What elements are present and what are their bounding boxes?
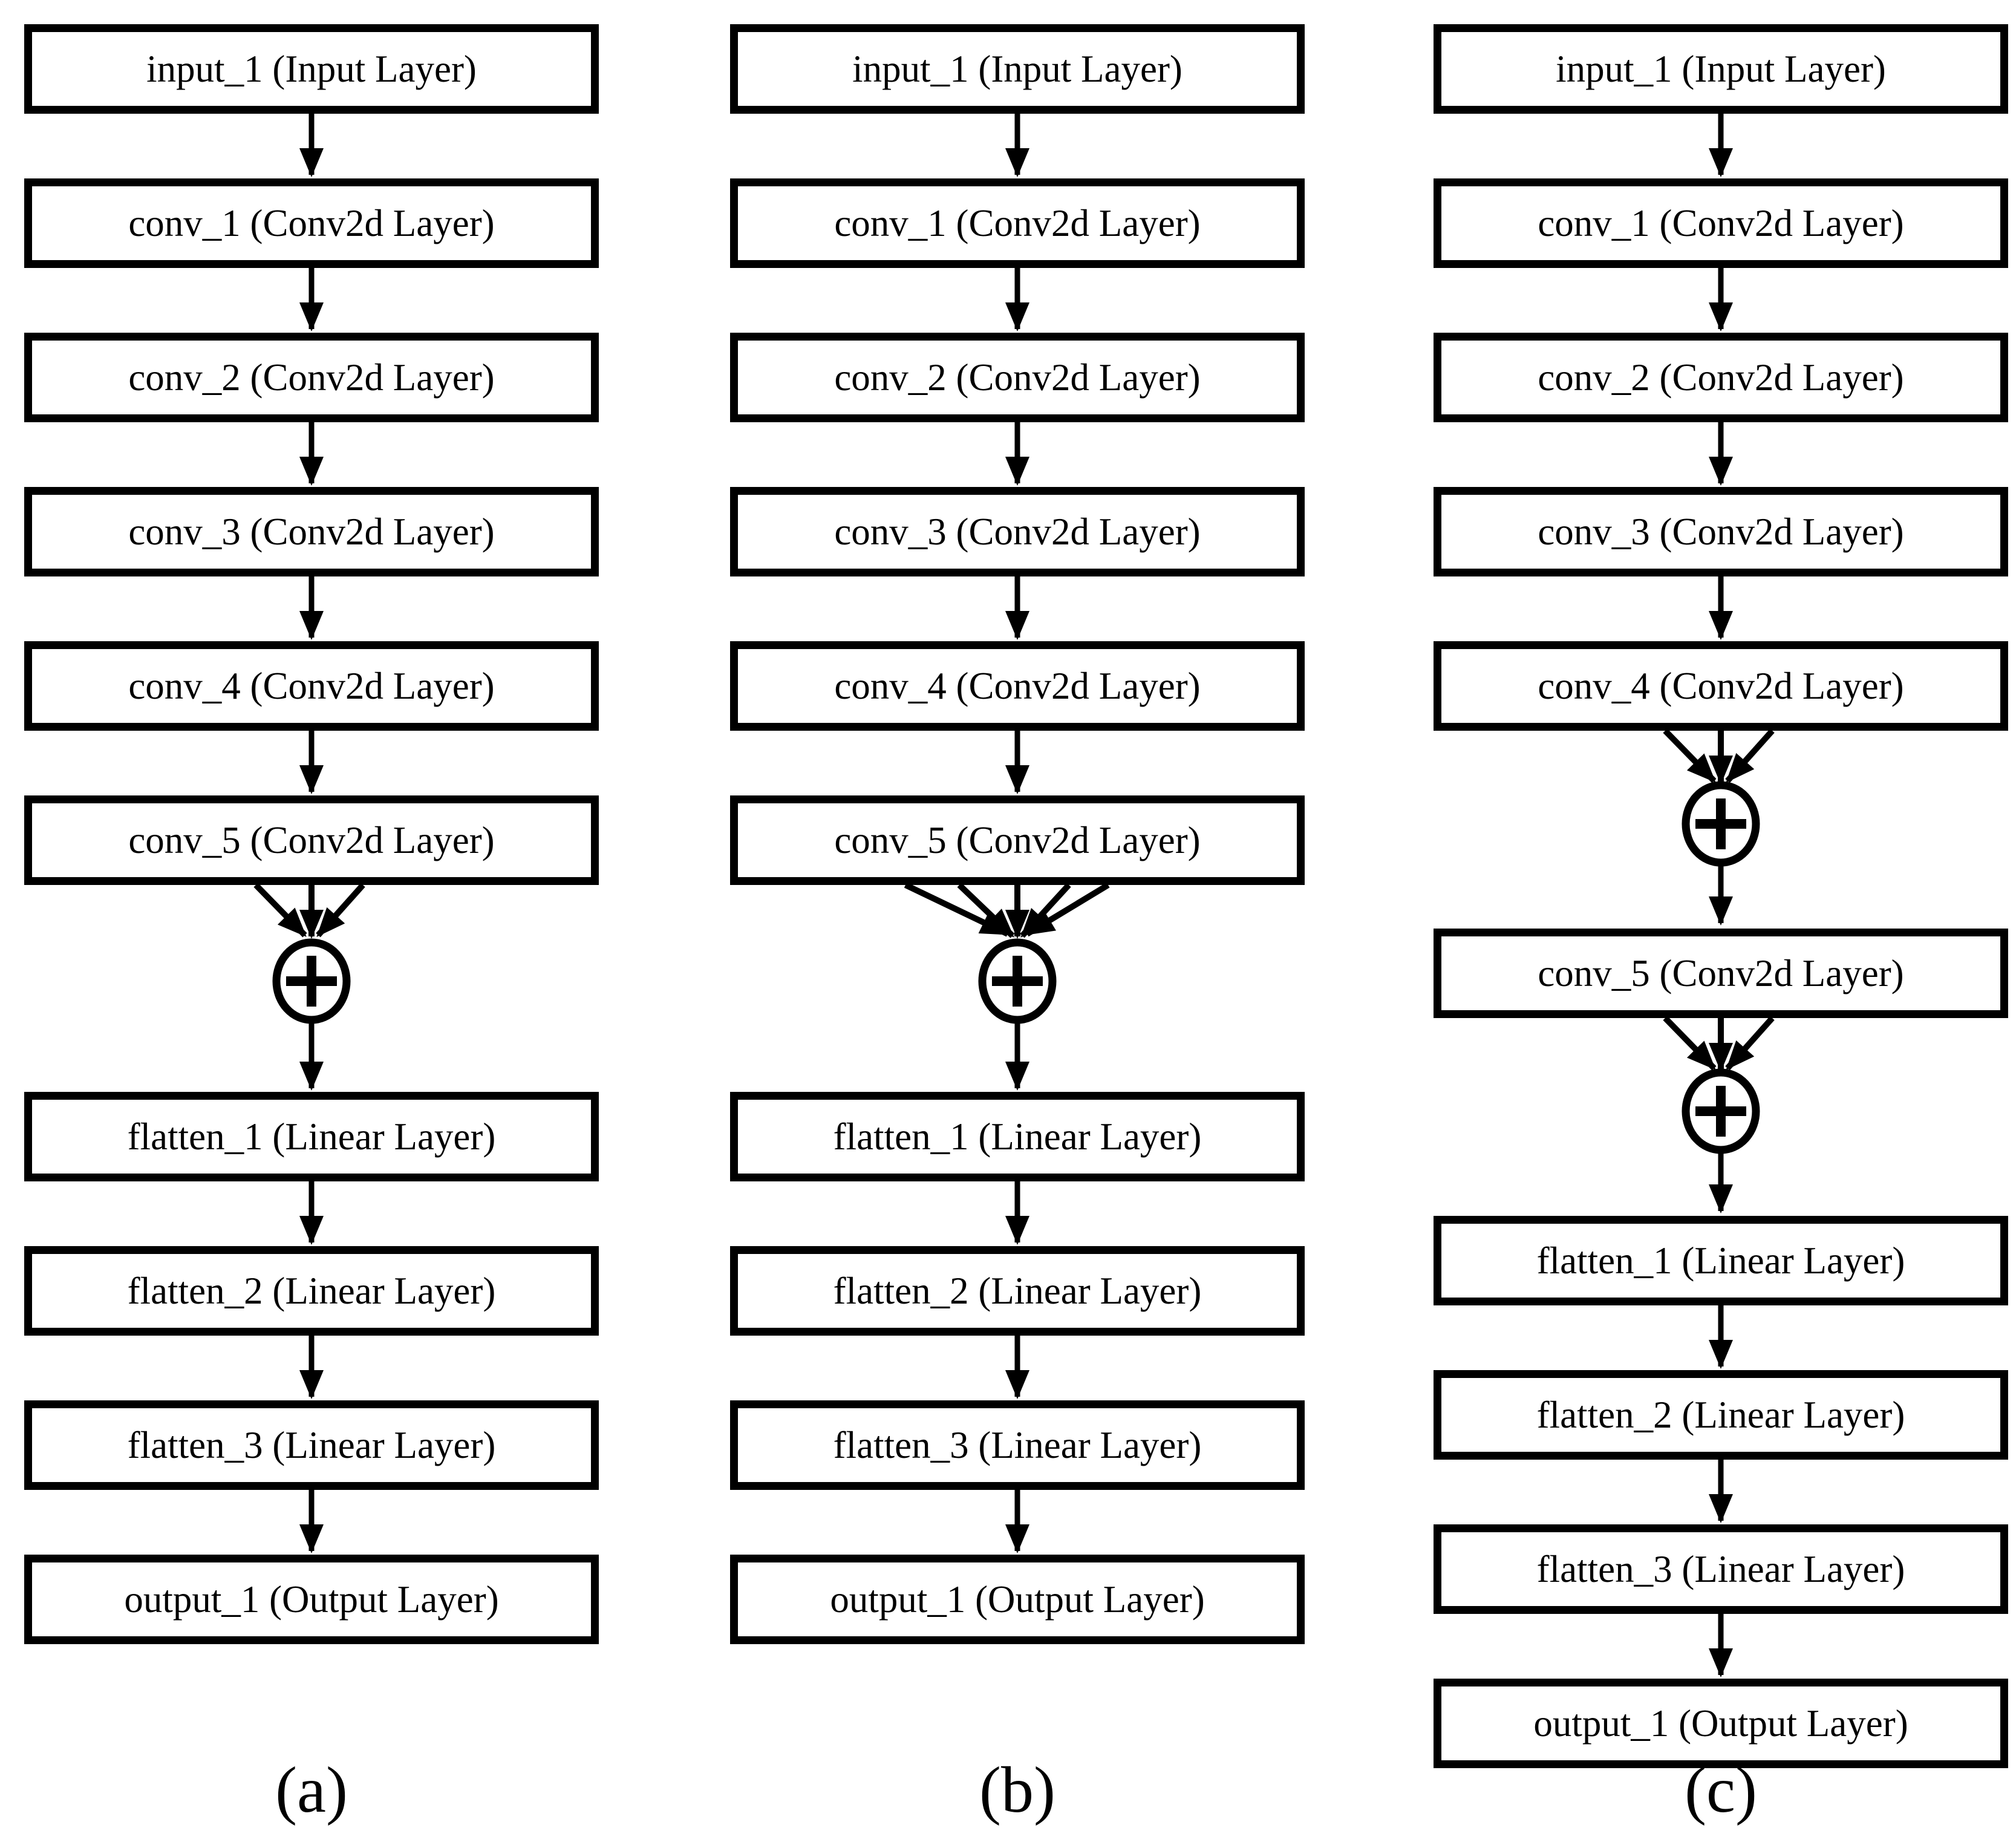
layer-box-flatten-1: flatten_1 (Linear Layer) (24, 1092, 599, 1181)
layer-label: input_1 (Input Layer) (852, 47, 1183, 90)
layer-box-flatten-1: flatten_1 (Linear Layer) (1434, 1216, 2008, 1305)
layer-label: conv_4 (Conv2d Layer) (128, 664, 495, 707)
layer-box-flatten-2: flatten_2 (Linear Layer) (730, 1246, 1305, 1336)
layer-box-conv-2: conv_2 (Conv2d Layer) (24, 333, 599, 422)
layer-box-conv-4: conv_4 (Conv2d Layer) (1434, 641, 2008, 731)
layer-label: conv_1 (Conv2d Layer) (128, 201, 495, 244)
layer-label: flatten_3 (Linear Layer) (1536, 1547, 1905, 1590)
layer-label: conv_5 (Conv2d Layer) (834, 818, 1201, 861)
layer-label: conv_2 (Conv2d Layer) (128, 356, 495, 399)
layer-box-conv-3: conv_3 (Conv2d Layer) (1434, 487, 2008, 576)
layer-box-flatten-3: flatten_3 (Linear Layer) (1434, 1524, 2008, 1614)
layer-box-input-1: input_1 (Input Layer) (730, 24, 1305, 114)
layer-box-output-1: output_1 (Output Layer) (24, 1555, 599, 1644)
layer-label: flatten_1 (Linear Layer) (127, 1115, 496, 1158)
layer-box-conv-1: conv_1 (Conv2d Layer) (730, 178, 1305, 268)
layer-box-input-1: input_1 (Input Layer) (24, 24, 599, 114)
column-c-flow-arrows (1663, 114, 1775, 1677)
layer-label: conv_1 (Conv2d Layer) (1538, 201, 1904, 244)
layer-label: conv_5 (Conv2d Layer) (1538, 952, 1904, 994)
add-operator-icon (1682, 781, 1760, 867)
layer-box-conv-2: conv_2 (Conv2d Layer) (1434, 333, 2008, 422)
layer-box-flatten-1: flatten_1 (Linear Layer) (730, 1092, 1305, 1181)
layer-box-conv-1: conv_1 (Conv2d Layer) (1434, 178, 2008, 268)
layer-label: conv_2 (Conv2d Layer) (834, 356, 1201, 399)
layer-label: flatten_3 (Linear Layer) (833, 1423, 1202, 1466)
caption-a: (a) (275, 1754, 348, 1826)
column-a-flow-arrows (253, 114, 365, 1553)
layer-label: input_1 (Input Layer) (146, 47, 477, 90)
layer-box-input-1: input_1 (Input Layer) (1434, 24, 2008, 114)
merge-edge (1725, 728, 1775, 783)
layer-label: conv_4 (Conv2d Layer) (834, 664, 1201, 707)
layer-box-conv-3: conv_3 (Conv2d Layer) (730, 487, 1305, 576)
layer-label: conv_5 (Conv2d Layer) (128, 818, 495, 861)
layer-label: flatten_1 (Linear Layer) (1536, 1239, 1905, 1282)
layer-label: output_1 (Output Layer) (830, 1578, 1205, 1621)
layer-label: conv_3 (Conv2d Layer) (128, 510, 495, 553)
merge-edge (1725, 1016, 1775, 1071)
layer-label: flatten_2 (Linear Layer) (127, 1269, 496, 1312)
add-operator-icon (272, 938, 351, 1024)
layer-label: output_1 (Output Layer) (124, 1578, 499, 1621)
layer-box-conv-1: conv_1 (Conv2d Layer) (24, 178, 599, 268)
layer-label: conv_4 (Conv2d Layer) (1538, 664, 1904, 707)
layer-box-conv-4: conv_4 (Conv2d Layer) (730, 641, 1305, 731)
merge-edge (253, 883, 307, 938)
layer-label: conv_1 (Conv2d Layer) (834, 201, 1201, 244)
caption-c: (c) (1685, 1754, 1757, 1826)
merge-edge (1025, 882, 1110, 937)
layer-label: flatten_2 (Linear Layer) (1536, 1393, 1905, 1436)
layer-label: conv_3 (Conv2d Layer) (1538, 510, 1904, 553)
layer-label: flatten_2 (Linear Layer) (833, 1269, 1202, 1312)
merge-edge (316, 883, 365, 938)
layer-box-flatten-2: flatten_2 (Linear Layer) (24, 1246, 599, 1336)
layer-box-conv-5: conv_5 (Conv2d Layer) (730, 795, 1305, 885)
layer-box-conv-5: conv_5 (Conv2d Layer) (24, 795, 599, 885)
layer-label: conv_3 (Conv2d Layer) (834, 510, 1201, 553)
column-b-flow-arrows (904, 114, 1110, 1553)
layer-box-conv-3: conv_3 (Conv2d Layer) (24, 487, 599, 576)
layer-label: output_1 (Output Layer) (1533, 1702, 1908, 1745)
layer-label: flatten_3 (Linear Layer) (127, 1423, 496, 1466)
merge-edge (957, 883, 1015, 938)
layer-box-conv-2: conv_2 (Conv2d Layer) (730, 333, 1305, 422)
merge-edge (1663, 1016, 1717, 1071)
merge-edge (1663, 728, 1717, 783)
layer-label: conv_2 (Conv2d Layer) (1538, 356, 1904, 399)
layer-box-output-1: output_1 (Output Layer) (730, 1555, 1305, 1644)
layer-box-conv-5: conv_5 (Conv2d Layer) (1434, 929, 2008, 1018)
add-operator-icon (978, 938, 1057, 1024)
caption-b: (b) (979, 1754, 1055, 1826)
add-operator-icon (1682, 1068, 1760, 1154)
merge-edge (904, 882, 1010, 937)
layer-box-output-1: output_1 (Output Layer) (1434, 1679, 2008, 1768)
layer-box-conv-4: conv_4 (Conv2d Layer) (24, 641, 599, 731)
layer-label: input_1 (Input Layer) (1556, 47, 1886, 90)
layer-box-flatten-3: flatten_3 (Linear Layer) (730, 1400, 1305, 1490)
layer-box-flatten-3: flatten_3 (Linear Layer) (24, 1400, 599, 1490)
layer-label: flatten_1 (Linear Layer) (833, 1115, 1202, 1158)
layer-box-flatten-2: flatten_2 (Linear Layer) (1434, 1370, 2008, 1460)
